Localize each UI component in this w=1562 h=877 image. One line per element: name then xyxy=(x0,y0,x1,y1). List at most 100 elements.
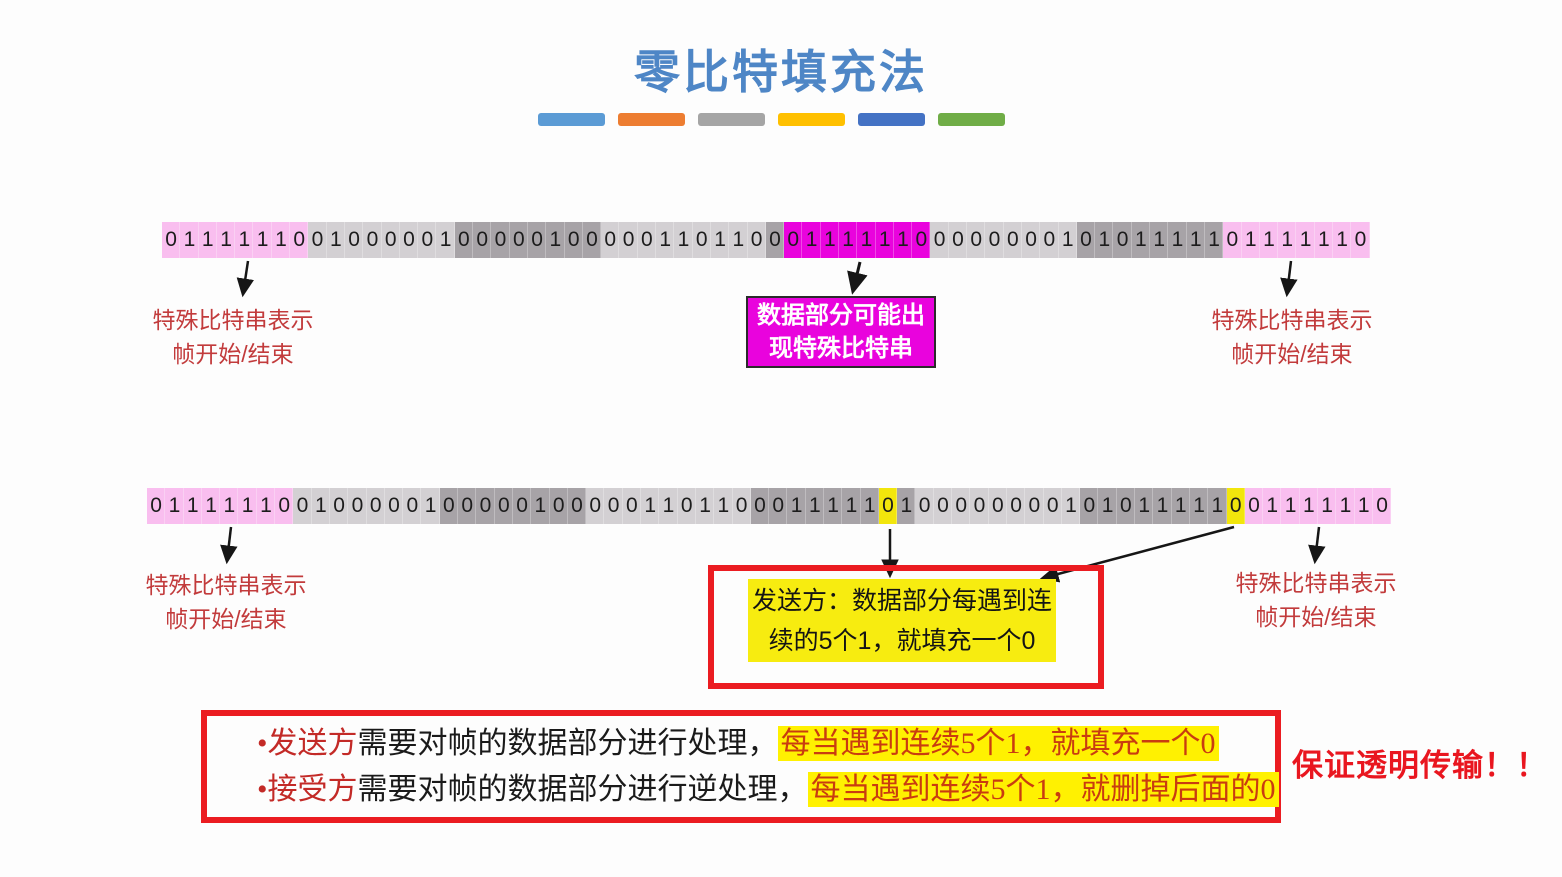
divider-bar xyxy=(858,113,925,126)
bit-cell: 0 xyxy=(458,488,477,524)
bit-cell: 1 xyxy=(220,488,239,524)
divider-bar xyxy=(938,113,1005,126)
bit-cell: 1 xyxy=(311,488,330,524)
bit-cell: 1 xyxy=(1058,222,1077,258)
flag-label-line1: 特殊比特串表示 xyxy=(1235,570,1397,596)
bit-cell: 1 xyxy=(1336,488,1355,524)
title-divider-bars xyxy=(538,113,1010,126)
bit-cell: 0 xyxy=(912,222,931,258)
page-title: 零比特填充法 xyxy=(634,45,928,99)
arrow-flag-left-row1 xyxy=(236,260,254,298)
bit-cell: 0 xyxy=(988,488,1007,524)
bit-cell: 1 xyxy=(659,488,678,524)
rule-sender-lead: 发送方 xyxy=(267,727,358,760)
bit-cell: 1 xyxy=(201,488,221,524)
rule-receiver-lead: 接受方 xyxy=(267,773,358,806)
bit-cell: 0 xyxy=(692,222,711,258)
bit-cell: 0 xyxy=(1021,222,1041,258)
bit-cell: 0 xyxy=(1043,488,1062,524)
bit-cell: 1 xyxy=(787,488,806,524)
bit-cell: 1 xyxy=(641,488,660,524)
sender-rule-frame xyxy=(708,565,1104,689)
divider-bar xyxy=(538,113,605,126)
bit-cell: 0 xyxy=(384,488,404,524)
arrow-flag-left-row2 xyxy=(220,526,238,565)
flag-label-line2: 帧开始/结束 xyxy=(172,341,294,367)
bit-cell: 0 xyxy=(512,488,532,524)
bit-cell: 0 xyxy=(619,222,638,258)
bit-cell: 1 xyxy=(1299,488,1318,524)
rule-receiver-body: 需要对帧的数据部分进行逆处理， xyxy=(357,773,808,806)
flag-label-row1-right: 特殊比特串表示 帧开始/结束 xyxy=(1172,303,1412,371)
bit-cell: 0 xyxy=(622,488,642,524)
bit-cell: 0 xyxy=(329,488,349,524)
bit-cell: 0 xyxy=(750,488,770,524)
bit-cell: 0 xyxy=(1076,222,1096,258)
arrow-special-bits-row1 xyxy=(847,261,868,295)
special-bitstring-note-line2: 现特殊比特串 xyxy=(769,335,913,362)
bit-cell: 0 xyxy=(1003,222,1022,258)
bit-cell: 0 xyxy=(147,488,166,524)
bit-cell: 0 xyxy=(1372,488,1392,524)
bit-cell: 0 xyxy=(473,222,492,258)
bit-cell: 0 xyxy=(970,488,989,524)
bit-cell: 0 xyxy=(915,488,934,524)
bit-cell: 0 xyxy=(604,488,623,524)
bit-cell: 1 xyxy=(802,222,821,258)
bit-cell: 0 xyxy=(933,488,953,524)
bit-cell: 1 xyxy=(1263,488,1282,524)
bit-cell: 0 xyxy=(948,222,968,258)
bit-cell: 0 xyxy=(308,222,327,258)
bit-cell: 1 xyxy=(1186,222,1205,258)
bit-cell: 1 xyxy=(842,488,861,524)
bit-cell: 1 xyxy=(1354,488,1373,524)
bit-cell: 1 xyxy=(857,222,876,258)
flag-label-row2-right: 特殊比特串表示 帧开始/结束 xyxy=(1196,566,1436,634)
bit-cell: 1 xyxy=(875,222,894,258)
bit-cell: 0 xyxy=(747,222,766,258)
bit-cell: 0 xyxy=(564,222,583,258)
bit-cell: 0 xyxy=(967,222,986,258)
bit-cell: 1 xyxy=(165,488,184,524)
bit-cell: 0 xyxy=(1226,488,1245,524)
bit-cell: 0 xyxy=(527,222,547,258)
bit-cell: 1 xyxy=(820,222,839,258)
bit-cell: 1 xyxy=(893,222,913,258)
bit-cell: 0 xyxy=(454,222,474,258)
bit-cell: 0 xyxy=(586,488,605,524)
bit-cell: 1 xyxy=(421,488,440,524)
flag-label-row2-left: 特殊比特串表示 帧开始/结束 xyxy=(106,568,346,636)
bit-cell: 1 xyxy=(714,488,733,524)
bit-cell: 1 xyxy=(860,488,879,524)
bit-cell: 0 xyxy=(784,222,803,258)
flag-label-row1-left: 特殊比特串表示 帧开始/结束 xyxy=(113,303,353,371)
bit-cell: 0 xyxy=(399,222,419,258)
bit-cell: 0 xyxy=(293,488,312,524)
bit-cell: 1 xyxy=(271,222,291,258)
bit-cell: 1 xyxy=(216,222,236,258)
bit-cell: 0 xyxy=(769,488,788,524)
divider-bar xyxy=(698,113,765,126)
bit-cell: 0 xyxy=(381,222,400,258)
bit-cell: 0 xyxy=(732,488,751,524)
rules-box: •发送方需要对帧的数据部分进行处理，每当遇到连续5个1，就填充一个0 •接受方需… xyxy=(201,710,1281,823)
sender-rule-line2: 续的5个1，就填充一个0 xyxy=(768,627,1036,655)
flag-label-line1: 特殊比特串表示 xyxy=(1211,307,1373,333)
sender-rule-line1: 发送方：数据部分每遇到连 xyxy=(751,587,1052,615)
divider-bar xyxy=(778,113,845,126)
bit-cell: 0 xyxy=(637,222,657,258)
bit-cell: 1 xyxy=(1296,222,1315,258)
bit-cell: 1 xyxy=(198,222,217,258)
bit-cell: 0 xyxy=(509,222,528,258)
flag-label-line2: 帧开始/结束 xyxy=(1231,341,1353,367)
bit-cell: 0 xyxy=(582,222,602,258)
bit-cell: 1 xyxy=(238,488,257,524)
bit-cell: 1 xyxy=(897,488,916,524)
bullet-icon: • xyxy=(257,773,268,806)
bit-cell: 1 xyxy=(1135,488,1154,524)
bit-cell: 1 xyxy=(180,222,199,258)
bit-cell: 1 xyxy=(235,222,254,258)
bit-cell: 0 xyxy=(1025,488,1044,524)
